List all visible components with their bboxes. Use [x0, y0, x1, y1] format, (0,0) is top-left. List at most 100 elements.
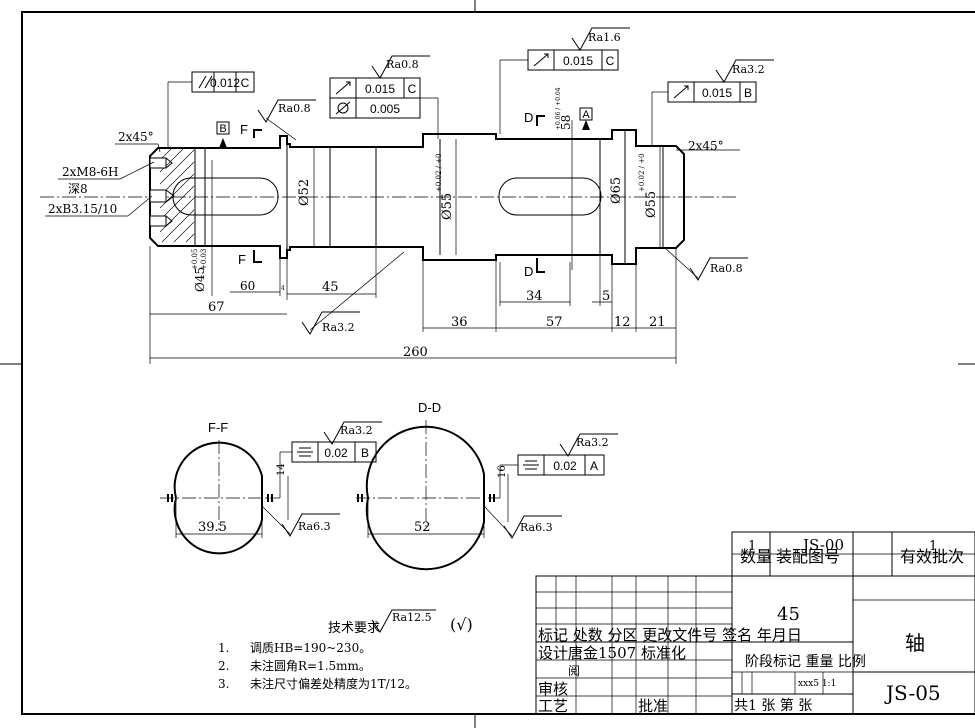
ff-key: 14: [276, 463, 287, 476]
note-2: 未注圆角R=1.5mm。: [250, 658, 371, 673]
svg-text:0.005: 0.005: [370, 102, 400, 116]
stage-row: 阶段标记 重量 比例: [745, 654, 866, 670]
d65-label: Ø65: [609, 177, 624, 204]
gdt-runout-right: 0.015 B: [651, 81, 757, 146]
left-leaders: 2x45° 2xM8-6H 深8 2xB3.15/10: [45, 130, 161, 217]
svg-text:Ra6.3: Ra6.3: [298, 520, 331, 533]
ra16: Ra1.6: [571, 27, 630, 51]
section-f-top: F: [240, 122, 248, 137]
svg-text:0.015: 0.015: [563, 54, 593, 68]
svg-text:Ra3.2: Ra3.2: [322, 321, 355, 334]
key58-label: 58: [559, 115, 573, 130]
section-f-bottom: F: [238, 252, 246, 267]
gdt-runout-top: 0.015 C: [499, 49, 619, 134]
part-name: 轴: [905, 631, 925, 655]
len-5: 5: [602, 289, 610, 304]
ra125: Ra12.5: [392, 611, 432, 624]
gdt-runout-cyl: 0.015 C 0.005: [329, 77, 439, 139]
sheet-info: 共1 张 第 张: [734, 697, 812, 714]
svg-text:Ra3.2: Ra3.2: [732, 63, 765, 76]
title-block: 1 JS-00 1 数量 装配图号 有效批次 标记 处数 分区 更改文件号 签名…: [535, 531, 975, 715]
design-row: 设计唐金1507 标准化: [538, 644, 686, 662]
svg-text:1.: 1.: [218, 641, 229, 655]
svg-text:0.02: 0.02: [553, 459, 577, 473]
diameter-dims: Ø45 +0.05 +0.03 Ø52 Ø55 +0.02 / +0 Ø65 Ø…: [191, 87, 661, 296]
svg-text:C: C: [241, 76, 250, 90]
svg-text:1: 1: [929, 539, 937, 554]
len-260: 260: [403, 345, 428, 360]
len-60: 60: [240, 279, 255, 293]
svg-text:Ra3.2: Ra3.2: [340, 424, 373, 437]
svg-text:有效批次: 有效批次: [900, 547, 964, 566]
svg-text:C: C: [606, 54, 615, 68]
svg-text:工艺: 工艺: [538, 697, 568, 715]
dd-width: 52: [414, 520, 431, 535]
len-12: 12: [614, 315, 631, 330]
svg-text:+0.03: +0.03: [200, 249, 208, 270]
len-4: 4: [281, 285, 285, 292]
svg-text:3.: 3.: [218, 677, 229, 691]
chamfer-right-label: 2x45°: [688, 139, 724, 153]
ra08-a: Ra0.8: [257, 99, 316, 141]
section-dd: D-D 52 16 0.02 A Ra3.2 Ra6.3: [356, 400, 618, 571]
datum-b: B: [219, 123, 226, 135]
svg-text:+0.02 / +0: +0.02 / +0: [435, 153, 443, 192]
d52-label: Ø52: [297, 179, 312, 206]
section-d-bottom: D: [524, 264, 533, 279]
depth-label: 深8: [68, 182, 88, 196]
svg-text:数量: 数量: [740, 547, 772, 566]
svg-text:0.015: 0.015: [365, 82, 395, 96]
ra32-top: Ra3.2: [715, 59, 774, 83]
gdt-parallel: 0.012 C: [167, 71, 255, 148]
len-67: 67: [208, 300, 225, 315]
svg-text:C: C: [408, 82, 417, 96]
notes-title: 技术要求: [328, 621, 380, 636]
length-dims: 60 4 45 67 36 57 34 5 12 21 260: [149, 246, 677, 364]
ra08-c: Ra0.8: [664, 247, 748, 281]
svg-text:Ra0.8: Ra0.8: [278, 102, 311, 115]
svg-text:0.02: 0.02: [324, 446, 348, 460]
drawing-no-top: JS-00: [801, 536, 844, 554]
notes-check: (√): [450, 615, 473, 634]
d55-right-label: Ø55: [644, 191, 659, 218]
roughness-symbols: Ra0.8 Ra0.8 Ra1.6 Ra3.2 Ra0.8 Ra3.2: [257, 27, 774, 335]
section-d-top: D: [524, 110, 533, 125]
svg-text:Ra3.2: Ra3.2: [576, 436, 609, 449]
ra32-bottom: Ra3.2: [301, 251, 405, 335]
len-34: 34: [526, 289, 543, 304]
len-57: 57: [546, 315, 563, 330]
section-markers: F F D D: [238, 110, 545, 279]
scale-value: xxx5 1:1: [798, 679, 836, 689]
len-21: 21: [649, 315, 666, 330]
svg-text:+0.06 / +0.04: +0.06 / +0.04: [555, 87, 562, 130]
svg-text:+0.02 / +0: +0.02 / +0: [638, 153, 646, 192]
svg-text:审核: 审核: [538, 680, 568, 698]
material: 45: [777, 604, 800, 625]
svg-text:Ra0.8: Ra0.8: [386, 58, 419, 71]
len-36: 36: [451, 315, 468, 330]
svg-text:B: B: [744, 86, 752, 100]
datum-a: A: [582, 109, 590, 121]
ra08-b: Ra0.8: [371, 55, 430, 79]
svg-text:装配图号: 装配图号: [776, 547, 840, 566]
drawing-number: JS-05: [884, 681, 941, 705]
ff-width: 39.5: [198, 520, 227, 535]
svg-text:Ra0.8: Ra0.8: [710, 262, 743, 275]
svg-text:A: A: [590, 459, 598, 473]
keyway-right: [498, 177, 602, 216]
datum-markers: B A: [216, 107, 593, 148]
shaft-view: [40, 129, 738, 265]
dd-key: 16: [497, 465, 508, 478]
svg-text:阅: 阅: [568, 664, 580, 678]
d55-left-label: Ø55: [440, 193, 455, 220]
len-45: 45: [322, 280, 339, 295]
section-hatch: [149, 147, 196, 247]
svg-text:2.: 2.: [218, 659, 229, 673]
svg-text:1: 1: [748, 539, 756, 554]
svg-text:B: B: [361, 446, 369, 460]
note-3: 未注尺寸偏差处精度为1T/12。: [250, 676, 417, 691]
dd-title: D-D: [418, 400, 441, 415]
svg-text:Ra6.3: Ra6.3: [520, 521, 553, 534]
